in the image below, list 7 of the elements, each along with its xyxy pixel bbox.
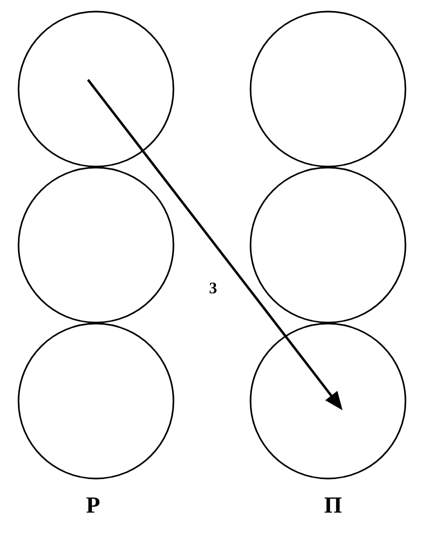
circle [18, 322, 174, 480]
circle [250, 322, 406, 480]
circle [18, 166, 174, 324]
circle [18, 10, 174, 168]
number-label: 3 [210, 282, 217, 294]
circle [250, 166, 406, 324]
circle [250, 10, 406, 168]
